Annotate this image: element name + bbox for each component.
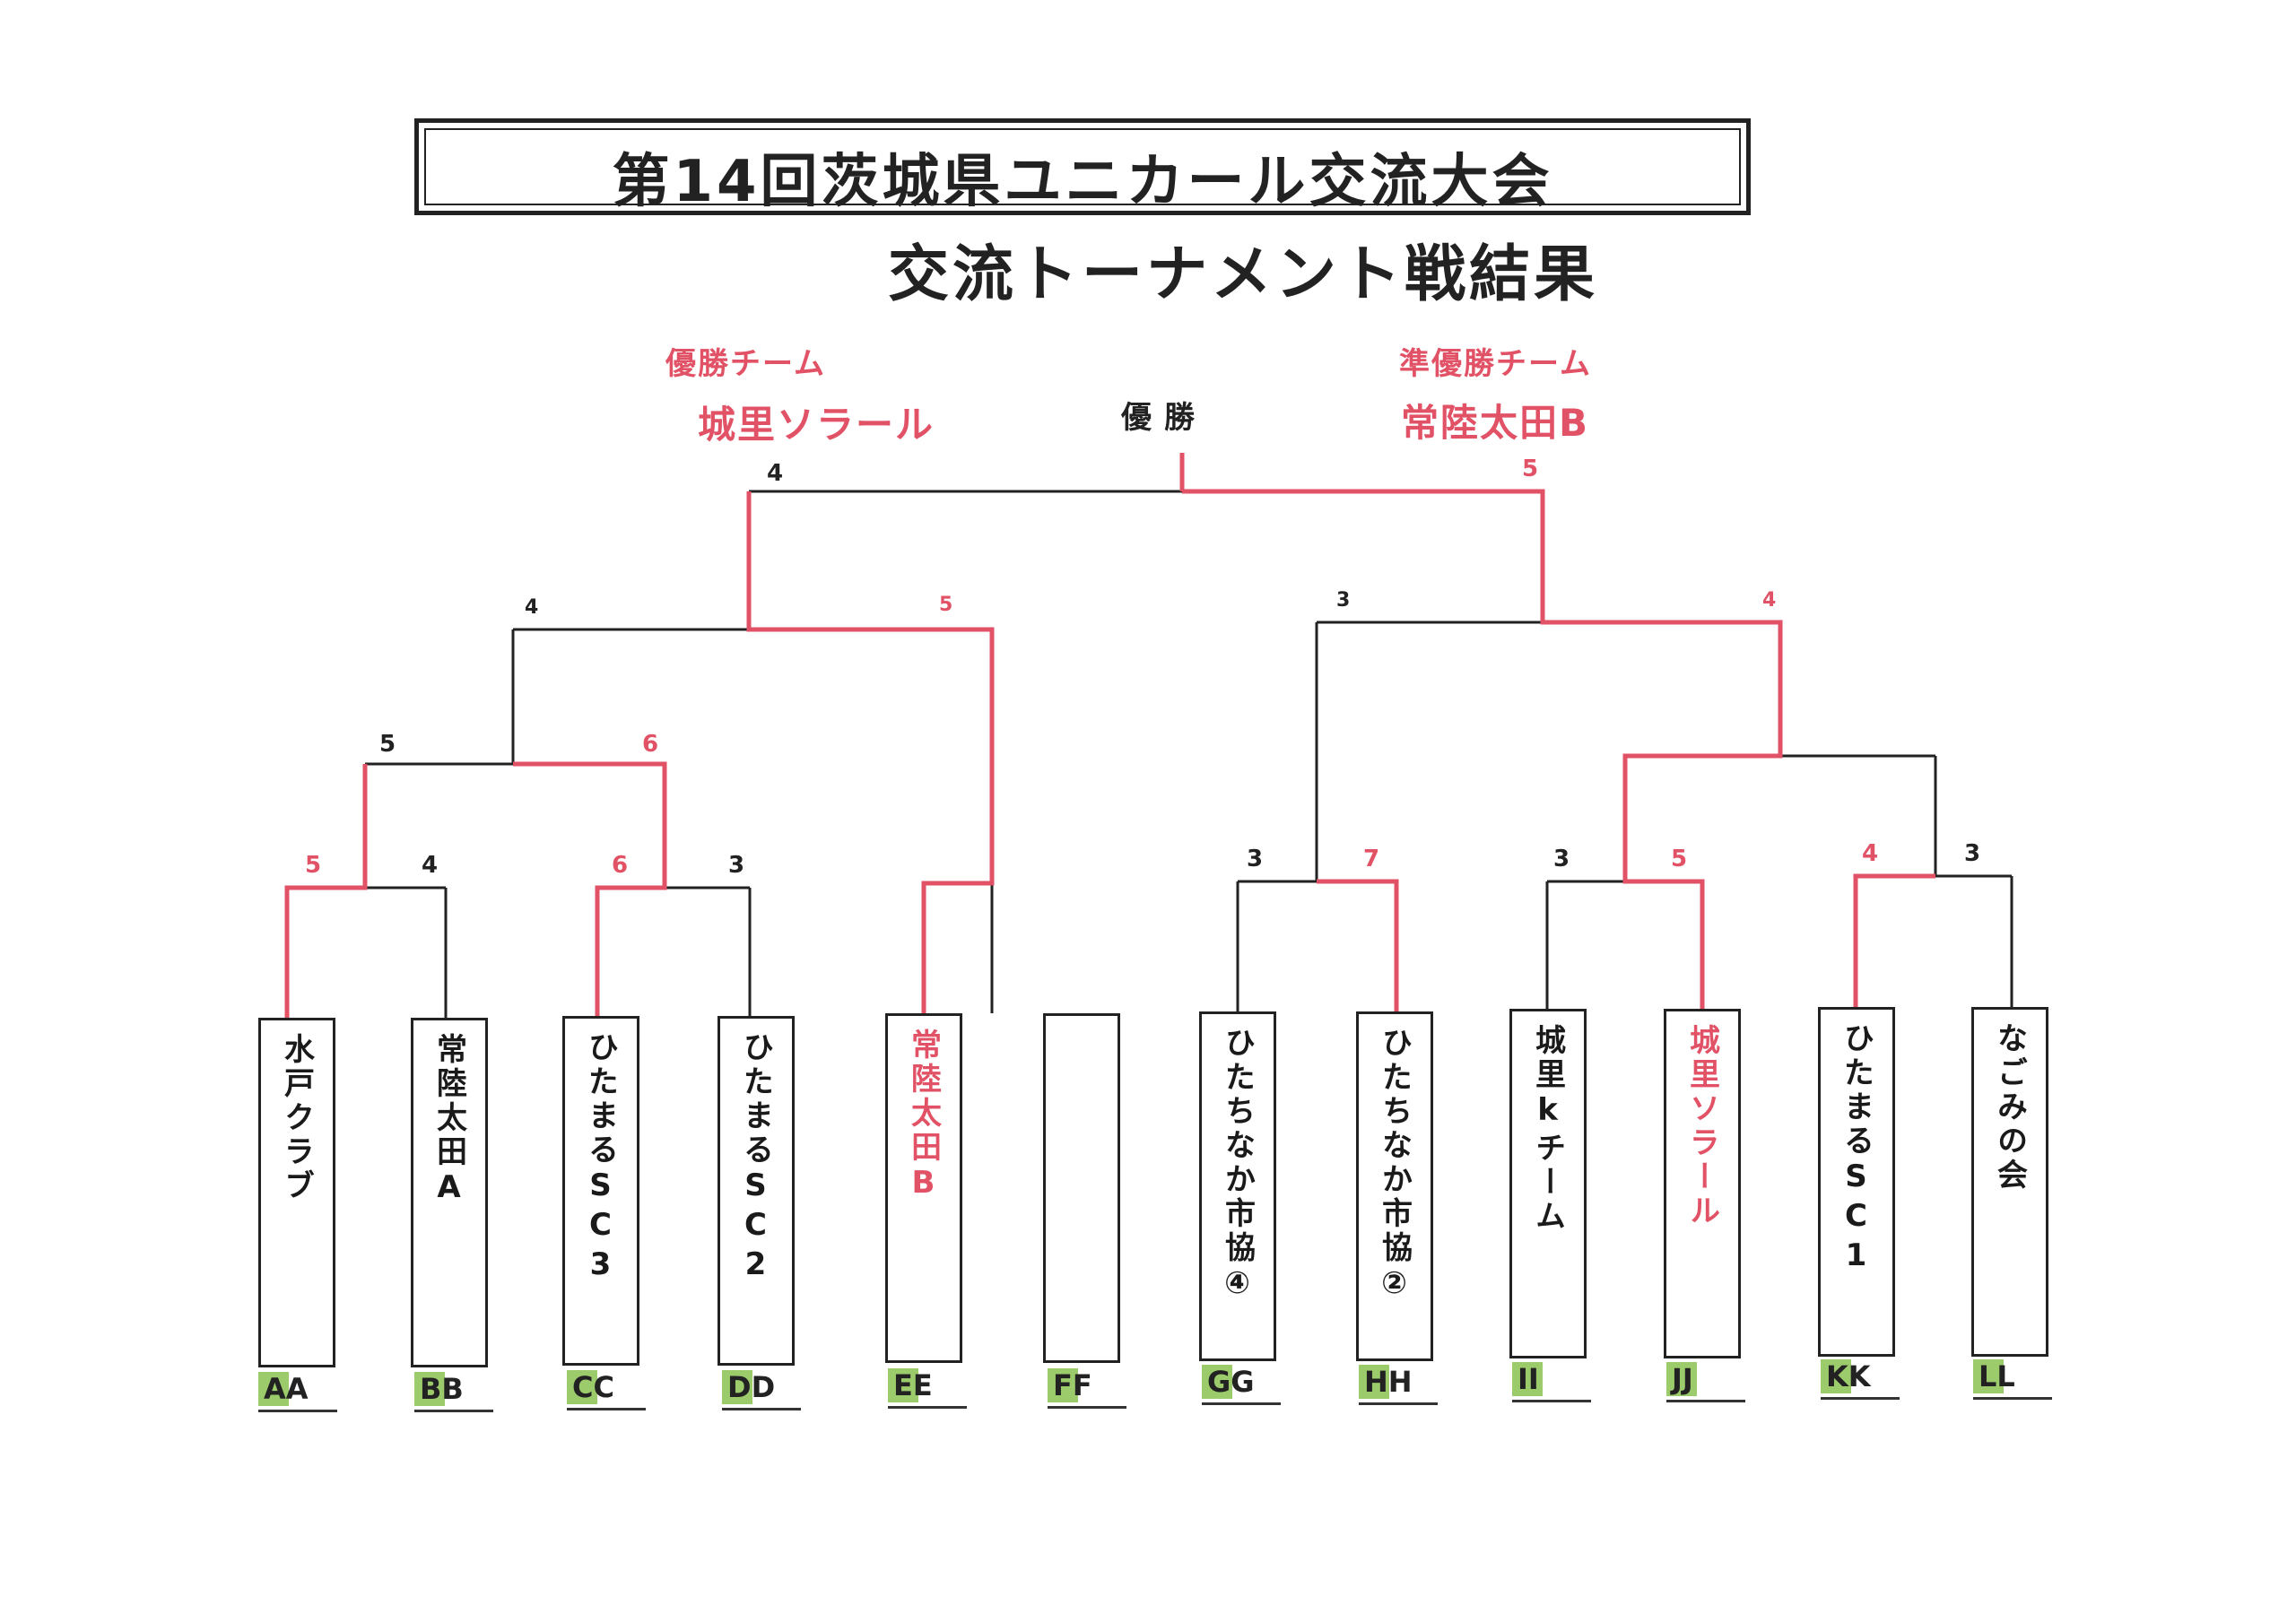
code-underline	[1048, 1406, 1126, 1409]
score-final-left: 4	[767, 460, 784, 487]
team-name: 城里ソラール	[1683, 1024, 1720, 1228]
team-box-dd: ひたまるSC2	[718, 1016, 795, 1366]
team-name: ひたまるSC2	[737, 1031, 774, 1286]
team-code-bb: BB	[414, 1370, 491, 1408]
team-box-jj: 城里ソラール	[1664, 1009, 1741, 1358]
path-aa	[284, 764, 368, 1018]
score-r1-aa: 5	[305, 852, 322, 879]
team-name: ひたちなか市協②	[1376, 1027, 1413, 1305]
code-highlight	[1821, 1359, 1851, 1393]
team-box-ee: 常陸太田B	[885, 1013, 962, 1363]
team-code-jj: JJ	[1666, 1360, 1744, 1398]
team-box-ii: 城里kチーム	[1509, 1009, 1587, 1358]
code-underline	[722, 1408, 801, 1410]
team-box-hh: ひたちなか市協②	[1356, 1011, 1433, 1361]
code-underline	[258, 1410, 337, 1412]
code-highlight	[1512, 1362, 1543, 1396]
code-highlight	[414, 1372, 445, 1406]
score-r3b-right: 4	[1762, 589, 1777, 612]
page-subtitle: 交流トーナメント戦結果	[888, 239, 1599, 310]
team-box-kk: ひたまるSC1	[1818, 1007, 1895, 1357]
score-r1-bb: 4	[422, 852, 439, 879]
team-name: なごみの会	[1991, 1022, 2028, 1193]
path-cc	[513, 761, 667, 1016]
score-r1-cc: 6	[612, 852, 629, 879]
score-r1-hh: 7	[1363, 846, 1380, 872]
team-name: 水戸クラブ	[278, 1033, 315, 1203]
code-underline	[1202, 1402, 1281, 1405]
winner-label: 優勝チーム	[665, 346, 826, 382]
code-highlight	[1048, 1368, 1078, 1402]
runner-up-path-ee	[746, 491, 995, 1013]
team-box-cc: ひたまるSC3	[562, 1016, 639, 1366]
team-code-ii: II	[1512, 1360, 1589, 1398]
score-r3b-left: 3	[1336, 589, 1351, 612]
team-box-bb: 常陸太田A	[411, 1018, 488, 1367]
team-name: 城里kチーム	[1529, 1024, 1566, 1234]
score-r1-gg: 3	[1247, 846, 1264, 872]
code-underline	[888, 1406, 967, 1409]
code-underline	[1821, 1397, 1900, 1400]
path-hh	[1317, 879, 1399, 1011]
code-highlight	[722, 1370, 752, 1404]
score-r2-left: 5	[379, 731, 396, 758]
code-highlight	[1359, 1365, 1389, 1399]
team-box-ll: なごみの会	[1971, 1007, 2048, 1357]
code-underline	[414, 1410, 493, 1412]
code-highlight	[258, 1372, 289, 1406]
bracket-red-lines	[284, 453, 1935, 1018]
score-r1-jj: 5	[1671, 846, 1688, 872]
score-r3-left: 4	[525, 596, 539, 619]
path-kk	[1853, 873, 1935, 1007]
score-r1-dd: 3	[728, 852, 745, 879]
score-final-right: 5	[1522, 456, 1539, 482]
score-r1-kk: 4	[1862, 840, 1879, 867]
code-underline	[1973, 1397, 2052, 1400]
team-name: 常陸太田B	[905, 1028, 942, 1204]
code-highlight	[1666, 1362, 1697, 1396]
title-frame: 第14回茨城県ユニカール交流大会	[414, 118, 1751, 215]
score-r2-right: 6	[642, 731, 659, 758]
winner-name: 城里ソラール	[698, 403, 935, 447]
runner-up-label: 準優勝チーム	[1399, 346, 1592, 382]
code-underline	[1359, 1402, 1438, 1405]
runner-up-name: 常陸太田B	[1401, 401, 1590, 445]
team-code-ee: EE	[888, 1367, 965, 1404]
code-highlight	[567, 1370, 597, 1404]
code-highlight	[1973, 1359, 2004, 1393]
score-r1-ll: 3	[1964, 840, 1981, 867]
team-code-ff: FF	[1048, 1367, 1125, 1404]
team-name: ひたまるSC3	[582, 1031, 619, 1286]
team-code-aa: AA	[258, 1370, 335, 1408]
team-name: ひたまるSC1	[1838, 1022, 1874, 1277]
team-name: 常陸太田A	[430, 1033, 467, 1209]
code-highlight	[1202, 1365, 1232, 1399]
code-underline	[1512, 1400, 1591, 1402]
team-code-kk: KK	[1821, 1358, 1898, 1395]
team-box-gg: ひたちなか市協④	[1199, 1011, 1276, 1361]
team-name: ひたちなか市協④	[1219, 1027, 1256, 1305]
team-box-ff	[1043, 1013, 1120, 1363]
team-code-gg: GG	[1202, 1363, 1279, 1401]
code-underline	[1666, 1400, 1745, 1402]
team-code-cc: CC	[567, 1368, 644, 1406]
code-underline	[567, 1408, 646, 1410]
score-r1-ii: 3	[1553, 846, 1570, 872]
champion-label: 優勝	[1121, 400, 1207, 436]
team-code-ll: LL	[1973, 1358, 2050, 1395]
score-r3-right: 5	[939, 594, 953, 616]
team-code-dd: DD	[722, 1368, 799, 1406]
team-code-hh: HH	[1359, 1363, 1436, 1401]
code-highlight	[888, 1368, 918, 1402]
team-box-aa: 水戸クラブ	[258, 1018, 335, 1367]
bracket-black-lines	[365, 490, 2013, 1018]
winner-path-jj	[1182, 489, 1783, 1011]
